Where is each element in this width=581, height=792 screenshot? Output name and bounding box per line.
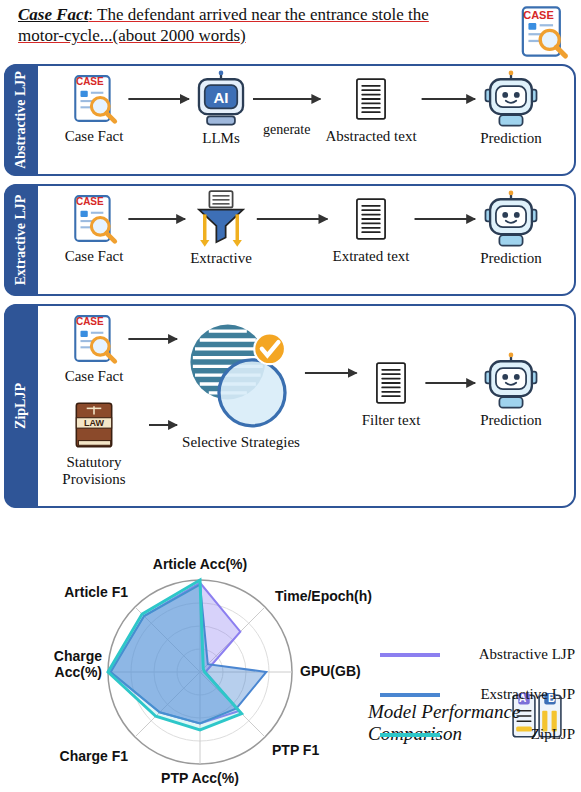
icon-box: CASE xyxy=(68,72,120,126)
legend-text: ZipLJP xyxy=(440,726,575,743)
circles-icon xyxy=(186,314,296,432)
panel-tab: ZipLJP xyxy=(4,304,38,508)
node-label: Statutory Provisions xyxy=(42,452,146,489)
node-label: Filter text xyxy=(360,410,423,429)
method-panel: Extractive LJP CASE Case Fact Extractive Ext… xyxy=(4,184,576,296)
icon-box: CASE xyxy=(68,312,120,366)
edge-label: generate xyxy=(261,122,312,137)
arrow-connector xyxy=(128,338,177,340)
axis-label: PTP F1 xyxy=(272,742,352,758)
legend-swatch xyxy=(380,733,440,737)
node-label: Case Fact xyxy=(63,366,126,385)
doc-icon xyxy=(349,72,393,126)
arrow-connector xyxy=(415,218,476,220)
node-label: Prediction xyxy=(478,248,544,267)
panel-tab: Extractive LJP xyxy=(4,184,38,296)
panel-tab: Abstractive LJP xyxy=(4,64,38,176)
legend-row: Exstractive LJP xyxy=(380,686,575,703)
icon-box: AI xyxy=(192,70,250,128)
axis-label: Time/Epoch(h) xyxy=(275,588,395,604)
icon-node: Prediction xyxy=(478,352,544,429)
icon-box xyxy=(192,190,250,248)
comparison-note: Model Performance Comparison xyxy=(368,701,528,747)
icon-text: CASE xyxy=(76,77,104,87)
axis-label: Charge Acc(%) xyxy=(40,648,102,680)
icon-text: LAW xyxy=(84,418,104,427)
robot-icon xyxy=(482,352,540,410)
method-panel: ZipLJP CASE Case FactLAW Statutory Provisio… xyxy=(4,304,576,508)
icon-box xyxy=(369,356,413,410)
icon-node: Abstracted text xyxy=(323,72,418,145)
icon-node: Selective Strategies xyxy=(180,314,302,451)
case-icon-holder: CASE xyxy=(515,4,571,60)
node-label: LLMs xyxy=(192,128,250,147)
node-label: Case Fact xyxy=(63,246,126,265)
funnel-icon xyxy=(192,190,250,248)
node-label: Selective Strategies xyxy=(180,432,302,451)
icon-text: CASE xyxy=(523,9,554,20)
icon-text: CASE xyxy=(76,317,104,327)
icon-node: Filter text xyxy=(360,356,423,429)
robot-icon xyxy=(482,190,540,248)
icon-box xyxy=(482,70,540,128)
node-label: Abstracted text xyxy=(323,126,418,145)
icon-text: AI xyxy=(214,89,229,104)
node-label: Prediction xyxy=(478,410,544,429)
radar-series xyxy=(108,580,242,730)
icon-box xyxy=(186,314,296,432)
node-label: Case Fact xyxy=(63,126,126,145)
icon-node: Extrated text xyxy=(330,192,411,265)
arrow-connector xyxy=(425,382,475,384)
icon-box xyxy=(349,192,393,246)
method-panel: Abstractive LJP CASE Case Fact AI LLMs Abstra… xyxy=(4,64,576,176)
heading-key: Case Fact xyxy=(18,5,88,24)
axis-label: Charge F1 xyxy=(30,748,128,764)
arrow-connector xyxy=(305,372,357,374)
icon-node: CASE Case Fact xyxy=(63,192,126,265)
case-fact-heading: Case Fact: The defendant arrived near th… xyxy=(18,4,478,47)
icon-box xyxy=(482,190,540,248)
arrow-connector xyxy=(422,98,476,100)
panel-title: Extractive LJP xyxy=(13,195,29,286)
legend-row: ZipLJP xyxy=(380,726,575,743)
axis-label: GPU(GB) xyxy=(300,663,390,679)
icon-node: LAW Statutory Provisions xyxy=(42,398,146,489)
legend-text: Abstractive LJP xyxy=(440,646,575,663)
legend-swatch xyxy=(380,653,440,657)
robot-icon xyxy=(482,70,540,128)
icon-node: Prediction xyxy=(478,70,544,147)
arrow-connector xyxy=(128,98,189,100)
icon-box: CASE xyxy=(68,192,120,246)
panel-title: Abstractive LJP xyxy=(13,71,29,169)
legend-swatch xyxy=(380,693,440,697)
axis-label: PTP Acc(%) xyxy=(140,770,260,786)
axis-label: Article Acc(%) xyxy=(130,556,270,572)
arrow-connector xyxy=(257,218,328,220)
icon-node: CASE Case Fact xyxy=(63,312,126,385)
icon-box: LAW xyxy=(68,398,120,452)
icon-box xyxy=(349,72,393,126)
icon-box xyxy=(482,352,540,410)
axis-label: Article F1 xyxy=(28,584,128,600)
icon-node: AI LLMs xyxy=(192,70,250,147)
icon-node: CASE Case Fact xyxy=(63,72,126,145)
icon-node: Extractive xyxy=(188,190,254,267)
icon-box: CASE xyxy=(515,4,571,60)
grid-ring xyxy=(108,580,292,764)
legend-text: Exstractive LJP xyxy=(440,686,575,703)
panel-title: ZipLJP xyxy=(13,383,29,429)
arrow-connector xyxy=(128,218,185,220)
legend-row: Abstractive LJP xyxy=(380,646,575,663)
arrow-connector xyxy=(253,98,320,100)
node-label: Extractive xyxy=(188,248,254,267)
node-label: Prediction xyxy=(478,128,544,147)
arrow-connector xyxy=(149,424,177,426)
icon-node: Prediction xyxy=(478,190,544,267)
doc-icon xyxy=(349,192,393,246)
icon-text: CASE xyxy=(76,197,104,207)
node-label: Extrated text xyxy=(330,246,411,265)
doc-icon xyxy=(369,356,413,410)
